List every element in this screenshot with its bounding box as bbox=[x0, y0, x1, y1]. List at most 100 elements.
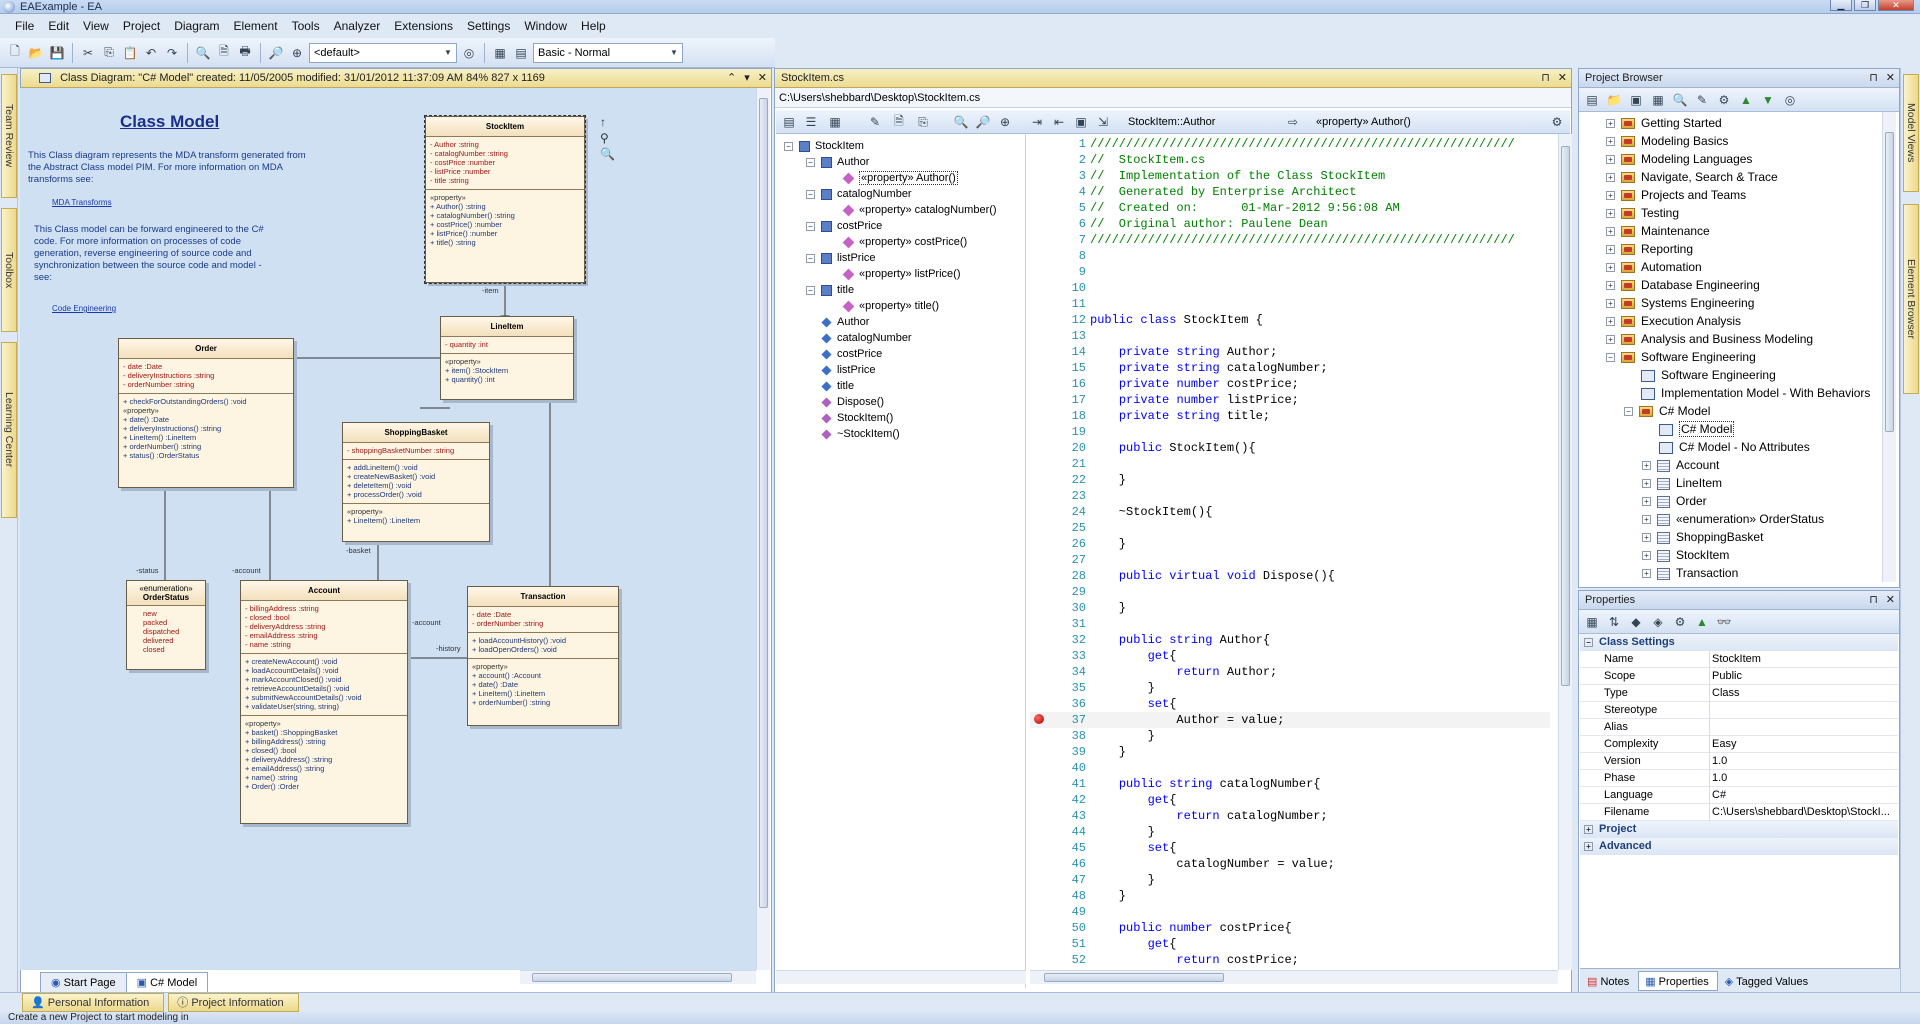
arrow-up-icon[interactable]: ▲ bbox=[1696, 614, 1708, 629]
navigate-icon[interactable]: ⇨ bbox=[1287, 115, 1299, 129]
property-row[interactable]: Alias bbox=[1580, 719, 1898, 736]
project-browser-item[interactable]: +Reporting bbox=[1606, 240, 1693, 258]
expand-icon[interactable]: + bbox=[1606, 209, 1615, 219]
property-value[interactable]: C:\Users\shebbard\Desktop\StockI... bbox=[1712, 806, 1890, 818]
collapse-icon[interactable]: − bbox=[806, 189, 815, 199]
property-value[interactable]: StockItem bbox=[1712, 653, 1761, 665]
close-icon[interactable]: ✕ bbox=[1885, 594, 1895, 606]
redo-icon[interactable]: ↷ bbox=[166, 45, 178, 60]
expand-icon[interactable]: + bbox=[1606, 335, 1615, 345]
mda-transforms-link[interactable]: MDA Transforms bbox=[52, 198, 112, 207]
settings-icon[interactable]: ⚙ bbox=[1551, 115, 1563, 129]
code-tree-item[interactable]: title bbox=[821, 378, 854, 394]
project-browser-item[interactable]: +ShoppingBasket bbox=[1642, 528, 1763, 546]
project-browser-item[interactable]: +Database Engineering bbox=[1606, 276, 1760, 294]
code-tree-item[interactable]: «property» Author() bbox=[842, 170, 958, 186]
menu-view[interactable]: View bbox=[83, 19, 109, 33]
project-browser-item[interactable]: +Projects and Teams bbox=[1606, 186, 1746, 204]
expand-icon[interactable]: + bbox=[1642, 569, 1651, 579]
class-shoppingbasket[interactable]: ShoppingBasket - shoppingBasketNumber :s… bbox=[342, 422, 490, 542]
expand-icon[interactable]: + bbox=[1606, 227, 1615, 237]
element-browser-tab[interactable]: Element Browser bbox=[1903, 204, 1919, 394]
expand-icon[interactable]: + bbox=[1606, 263, 1615, 273]
expand-icon[interactable]: + bbox=[1606, 137, 1615, 147]
menu-extensions[interactable]: Extensions bbox=[394, 19, 453, 33]
learning-center-tab[interactable]: Learning Center bbox=[1, 342, 17, 518]
scroll-thumb[interactable] bbox=[1885, 132, 1894, 432]
expand-icon[interactable]: + bbox=[1642, 551, 1651, 561]
page-icon[interactable]: 🗎 bbox=[219, 44, 229, 58]
collapse-icon[interactable]: ⌃ bbox=[727, 72, 737, 84]
class-lineitem[interactable]: LineItem - quantity :int «property» + it… bbox=[440, 316, 574, 400]
diagram-hscroll[interactable] bbox=[520, 970, 756, 984]
pin-icon[interactable]: ⊓ bbox=[1869, 594, 1878, 606]
team-review-tab[interactable]: Team Review bbox=[1, 74, 17, 198]
find-icon[interactable]: 🔍 bbox=[195, 45, 211, 60]
find-icon[interactable]: 🔍 bbox=[1672, 92, 1688, 107]
collapse-icon[interactable]: − bbox=[806, 157, 815, 167]
property-row[interactable]: Stereotype bbox=[1580, 702, 1898, 719]
search-model-icon[interactable]: 🔎 bbox=[268, 45, 284, 60]
toolbox-tab[interactable]: Toolbox bbox=[1, 208, 17, 332]
expand-icon[interactable]: + bbox=[1606, 173, 1615, 183]
collapse-icon[interactable]: − bbox=[806, 285, 815, 295]
project-browser-vscroll[interactable] bbox=[1882, 112, 1896, 582]
scroll-thumb[interactable] bbox=[759, 98, 768, 908]
project-browser-item[interactable]: +StockItem bbox=[1642, 546, 1729, 564]
zoom-icon[interactable]: ⊕ bbox=[999, 115, 1011, 129]
expand-icon[interactable]: + bbox=[1606, 155, 1615, 165]
tag-icon[interactable]: ◈ bbox=[1653, 614, 1663, 629]
outline-icon[interactable]: ▤ bbox=[783, 115, 795, 129]
cut-icon[interactable]: ✂ bbox=[82, 45, 94, 60]
code-tree-item[interactable]: −catalogNumber bbox=[806, 186, 912, 202]
view-icon[interactable]: 👓 bbox=[1716, 614, 1732, 629]
code-hscroll[interactable] bbox=[1030, 970, 1558, 984]
expand-icon[interactable]: + bbox=[1642, 479, 1651, 489]
member-selector[interactable]: «property» Author() bbox=[1316, 116, 1411, 128]
expand-icon[interactable]: + bbox=[1642, 533, 1651, 543]
code-tree-item[interactable]: ~StockItem() bbox=[821, 426, 900, 442]
find-next-icon[interactable]: 🔎 bbox=[975, 115, 991, 129]
project-browser-item[interactable]: Software Engineering bbox=[1624, 366, 1776, 384]
property-icon[interactable]: ◆ bbox=[1631, 614, 1641, 629]
diagram-canvas[interactable]: Class Model This Class diagram represent… bbox=[20, 88, 764, 970]
menu-diagram[interactable]: Diagram bbox=[174, 19, 220, 33]
collapse-icon[interactable]: − bbox=[806, 221, 815, 231]
edit-icon[interactable]: ✎ bbox=[869, 115, 881, 129]
project-browser-item[interactable]: +LineItem bbox=[1642, 474, 1722, 492]
breakpoint-marker[interactable] bbox=[1034, 714, 1044, 724]
project-browser-item[interactable]: Implementation Model - With Behaviors bbox=[1624, 384, 1870, 402]
expand-icon[interactable]: + bbox=[1584, 824, 1593, 834]
project-browser-item[interactable]: +Order bbox=[1642, 492, 1707, 510]
class-transaction[interactable]: Transaction - date :Date - orderNumber :… bbox=[467, 586, 619, 726]
project-browser-item[interactable]: +Systems Engineering bbox=[1606, 294, 1754, 312]
property-value[interactable]: Class bbox=[1712, 687, 1740, 699]
menu-help[interactable]: Help bbox=[581, 19, 606, 33]
new-icon[interactable]: 🗋 bbox=[10, 44, 20, 58]
arrow-up-icon[interactable]: ▲ bbox=[1740, 92, 1752, 107]
chevron-down-icon[interactable]: ▾ bbox=[744, 72, 750, 84]
diagram-icon[interactable]: ▣ bbox=[1630, 92, 1642, 107]
code-text-area[interactable]: 1///////////////////////////////////////… bbox=[1030, 134, 1562, 970]
layout-icon[interactable]: ▦ bbox=[494, 45, 506, 60]
expand-icon[interactable]: + bbox=[1642, 497, 1651, 507]
settings-icon[interactable]: ⚙ bbox=[1718, 92, 1730, 107]
perspective-icon[interactable]: ◎ bbox=[463, 45, 475, 60]
open-icon[interactable]: 📂 bbox=[28, 45, 44, 60]
diagram-vscroll[interactable] bbox=[756, 88, 770, 970]
expand-icon[interactable]: + bbox=[1642, 461, 1651, 471]
help-icon[interactable]: ◎ bbox=[1784, 92, 1796, 107]
project-browser-item[interactable]: +Analysis and Business Modeling bbox=[1606, 330, 1813, 348]
code-tree-item[interactable]: listPrice bbox=[821, 362, 876, 378]
tab-csharp-model[interactable]: ▣ C# Model bbox=[125, 972, 209, 992]
menu-settings[interactable]: Settings bbox=[466, 19, 511, 33]
code-tree-item[interactable]: −costPrice bbox=[806, 218, 882, 234]
perspective-select[interactable]: <default>▼ bbox=[309, 42, 457, 63]
copy-icon[interactable]: ⎘ bbox=[918, 114, 928, 129]
code-tree-item[interactable]: «property» catalogNumber() bbox=[842, 202, 997, 218]
project-browser-item[interactable]: −C# Model bbox=[1624, 402, 1710, 420]
